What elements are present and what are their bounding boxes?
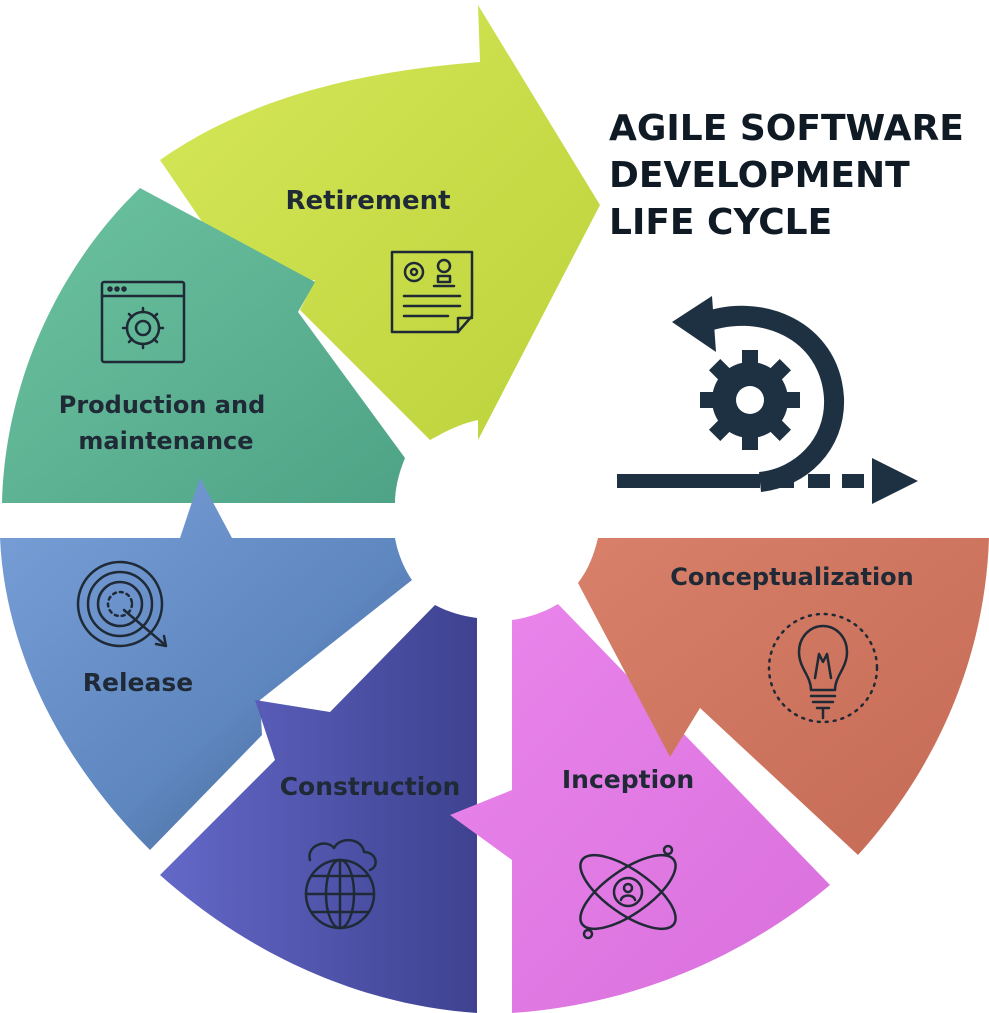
stage-production [2,188,405,503]
stage-construction [160,605,477,1013]
construction-label: Construction [280,772,461,801]
construction-segment [160,605,477,1013]
stage-inception [450,604,830,1013]
inception-segment [450,604,830,1013]
browser-gear-icon [100,280,186,364]
release-label: Release [83,668,193,697]
stage-release [0,478,412,850]
inception-label: Inception [562,765,694,794]
conceptualization-label: Conceptualization [670,563,914,591]
retirement-segment [160,5,600,440]
stage-retirement [160,5,600,440]
target-arrow-icon [76,560,168,648]
globe-cloud-icon [304,839,377,930]
title-line-3: LIFE CYCLE [609,202,832,243]
title-line-1: AGILE SOFTWARE [609,108,964,149]
production-label-line1: Production and [59,391,266,419]
agile-cycle-gear-arrow-icon [617,296,918,504]
atom-person-icon [579,844,677,940]
title-line-2: DEVELOPMENT [609,155,910,196]
document-gear-stamp-icon [390,250,474,334]
stage-conceptualization [578,538,989,855]
production-label-line2: maintenance [78,427,253,455]
production-segment [2,188,405,503]
conceptualization-segment [578,538,989,855]
retirement-label: Retirement [285,186,450,216]
lightbulb-icon [767,612,879,724]
release-segment [0,478,412,850]
